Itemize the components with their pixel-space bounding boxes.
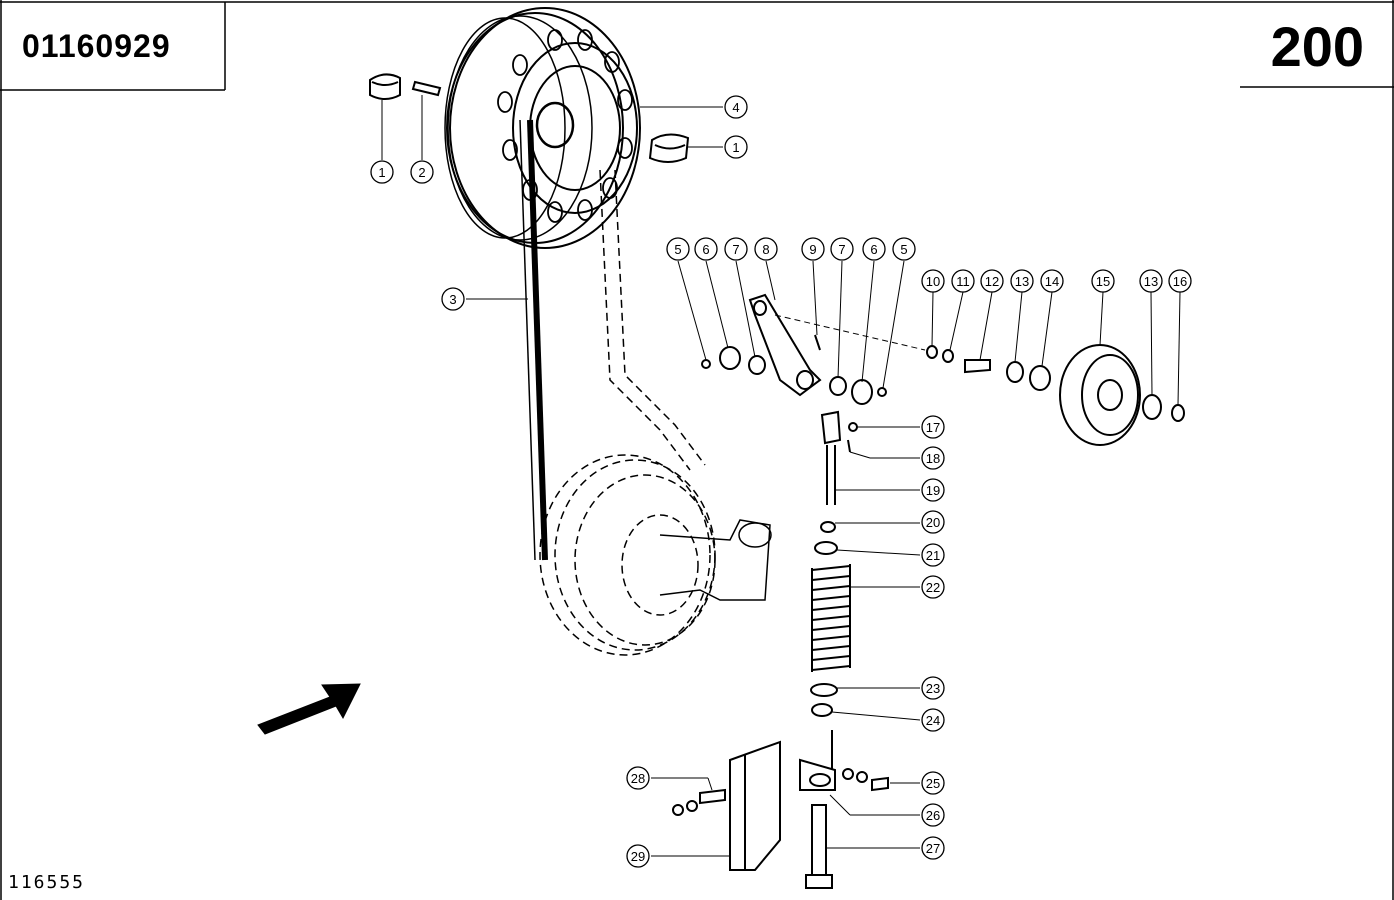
pin-2 <box>411 80 442 97</box>
callout-label: 1 <box>732 140 739 155</box>
callout-label: 3 <box>449 292 456 307</box>
callout-26: 26 <box>921 803 945 827</box>
callout-label: 29 <box>631 849 645 864</box>
callout-label: 14 <box>1045 274 1059 289</box>
callout-label: 15 <box>1096 274 1110 289</box>
callout-label: 9 <box>809 242 816 257</box>
callout-6a: 6 <box>694 237 718 261</box>
callout-3: 3 <box>441 287 465 311</box>
callout-21: 21 <box>921 543 945 567</box>
callout-16: 16 <box>1168 269 1192 293</box>
callout-1a: 1 <box>370 160 394 184</box>
belt <box>519 119 706 561</box>
tension-arm <box>701 293 926 405</box>
callout-5a: 5 <box>666 237 690 261</box>
callout-label: 28 <box>631 771 645 786</box>
callout-1b: 1 <box>724 135 748 159</box>
callout-14: 14 <box>1040 269 1064 293</box>
callout-label: 22 <box>926 580 940 595</box>
callout-label: 1 <box>378 165 385 180</box>
idler-parts <box>926 344 1185 446</box>
callout-label: 7 <box>838 242 845 257</box>
callout-label: 10 <box>926 274 940 289</box>
top-pulley <box>444 7 641 249</box>
callout-24: 24 <box>921 708 945 732</box>
callout-label: 8 <box>762 242 769 257</box>
callout-11: 11 <box>951 269 975 293</box>
callout-4: 4 <box>724 95 748 119</box>
callout-18: 18 <box>921 446 945 470</box>
bushing-1-left <box>369 73 401 100</box>
callout-28: 28 <box>626 766 650 790</box>
callout-label: 11 <box>956 274 970 289</box>
callout-label: 23 <box>926 681 940 696</box>
direction-arrow <box>257 683 361 735</box>
callout-29: 29 <box>626 844 650 868</box>
callout-10: 10 <box>921 269 945 293</box>
callout-label: 5 <box>674 242 681 257</box>
lower-pulley <box>539 454 716 656</box>
callout-13b: 13 <box>1139 269 1163 293</box>
callout-19: 19 <box>921 478 945 502</box>
callout-label: 13 <box>1144 274 1158 289</box>
callout-25: 25 <box>921 771 945 795</box>
callout-label: 4 <box>732 100 739 115</box>
callout-label: 6 <box>870 242 877 257</box>
callout-2: 2 <box>410 160 434 184</box>
callouts: 1 2 4 1 3 5 6 7 8 9 7 6 5 10 11 12 13 14… <box>370 95 1192 868</box>
callout-label: 13 <box>1015 274 1029 289</box>
bushing-1-right <box>648 133 690 163</box>
bracket-assembly <box>672 730 889 889</box>
callout-17: 17 <box>921 415 945 439</box>
callout-label: 24 <box>926 713 940 728</box>
callout-22: 22 <box>921 575 945 599</box>
callout-27: 27 <box>921 836 945 860</box>
callout-label: 27 <box>926 841 940 856</box>
drive-shaft <box>659 519 772 601</box>
callout-6b: 6 <box>862 237 886 261</box>
callout-label: 16 <box>1173 274 1187 289</box>
callout-label: 2 <box>418 165 425 180</box>
callout-label: 26 <box>926 808 940 823</box>
part-number: 01160929 <box>22 28 171 64</box>
callout-label: 20 <box>926 515 940 530</box>
callout-label: 25 <box>926 776 940 791</box>
callout-20: 20 <box>921 510 945 534</box>
callout-23: 23 <box>921 676 945 700</box>
callout-label: 7 <box>732 242 739 257</box>
leader-lines <box>381 95 1181 857</box>
callout-label: 12 <box>985 274 999 289</box>
callout-label: 5 <box>900 242 907 257</box>
callout-label: 21 <box>926 548 940 563</box>
callout-7a: 7 <box>724 237 748 261</box>
callout-label: 18 <box>926 451 940 466</box>
callout-13a: 13 <box>1010 269 1034 293</box>
callout-8: 8 <box>754 237 778 261</box>
callout-label: 17 <box>926 420 940 435</box>
callout-12: 12 <box>980 269 1004 293</box>
page-number: 200 <box>1270 15 1364 78</box>
drawing-number: 116555 <box>8 872 86 893</box>
callout-5b: 5 <box>892 237 916 261</box>
rod-assembly <box>810 410 858 717</box>
callout-9: 9 <box>801 237 825 261</box>
callout-7b: 7 <box>830 237 854 261</box>
callout-label: 19 <box>926 483 940 498</box>
callout-label: 6 <box>702 242 709 257</box>
callout-15: 15 <box>1091 269 1115 293</box>
